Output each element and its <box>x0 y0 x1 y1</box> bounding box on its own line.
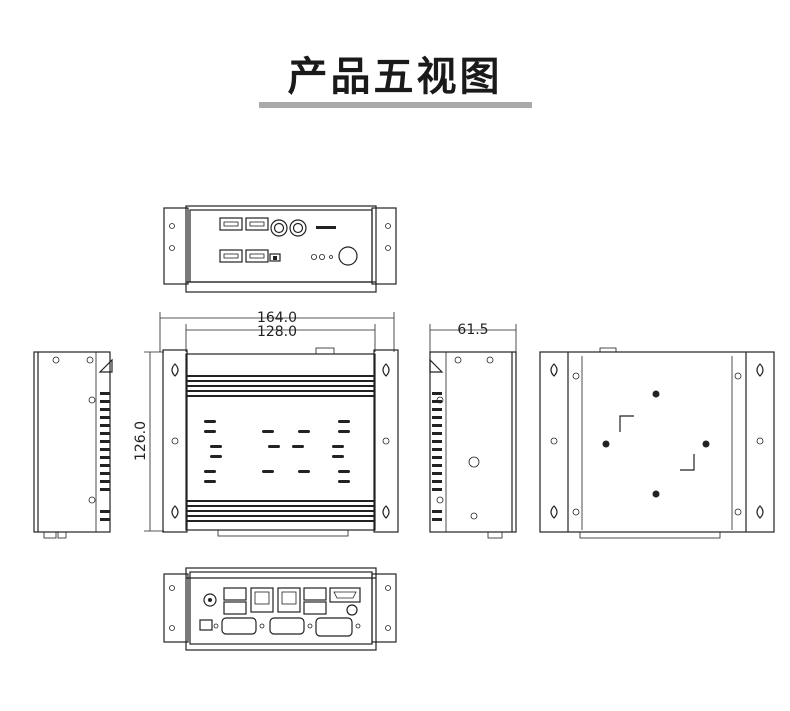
left-side-view <box>33 351 113 539</box>
dim-width-outer: 164.0 <box>257 310 297 326</box>
bottom-view <box>539 347 775 539</box>
front-view <box>163 205 397 293</box>
top-view <box>144 312 399 537</box>
dim-width-inner: 128.0 <box>257 324 297 340</box>
dim-height: 126.0 <box>133 421 149 461</box>
right-side-view <box>429 324 517 539</box>
rear-view <box>163 567 397 651</box>
title-underline <box>259 102 532 108</box>
page-title: 产品五视图 <box>287 54 503 100</box>
dim-depth: 61.5 <box>457 322 488 338</box>
